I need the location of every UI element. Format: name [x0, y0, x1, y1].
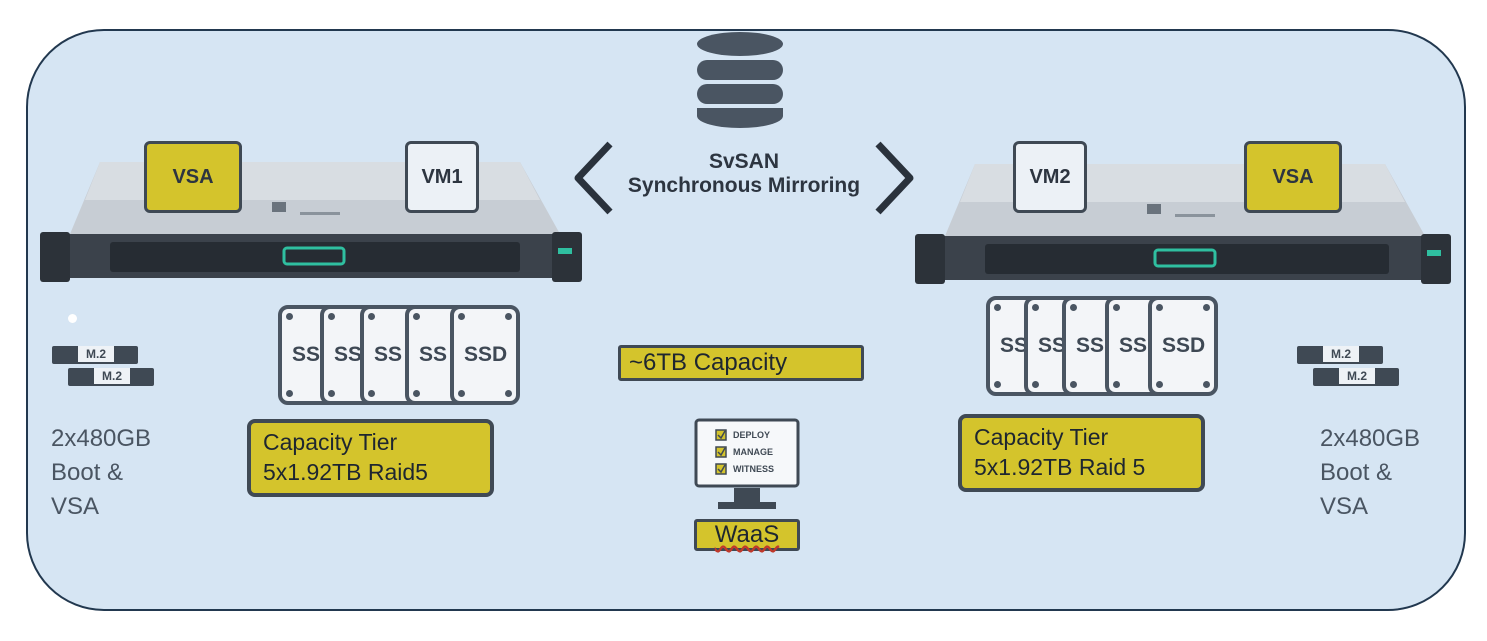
boot-line1: 2x480GB: [1320, 425, 1421, 452]
ssd-label: SS: [1038, 334, 1067, 357]
waas-text: WaaS: [714, 521, 780, 548]
m2-label: M.2: [1339, 368, 1375, 384]
m2-label: M.2: [94, 368, 130, 384]
waas-label: WaaS: [694, 519, 800, 551]
right-capacity-tier: Capacity Tier 5x1.92TB Raid 5: [958, 414, 1205, 492]
ssd-label: SS: [1000, 334, 1029, 357]
bullet-dot: [68, 314, 77, 323]
left-ssd-5: SSD: [450, 305, 520, 405]
database-icon: [697, 32, 783, 128]
left-vm1-box: VM1: [405, 141, 479, 213]
witness-item-witness: WITNESS: [733, 464, 775, 474]
ssd-label: SS: [1119, 334, 1148, 357]
capacity-label: ~6TB Capacity: [618, 345, 864, 381]
boot-line1: 2x480GB: [51, 425, 152, 452]
right-m2-icon: M.2 M.2: [1297, 346, 1407, 390]
boot-line3: VSA: [1320, 493, 1369, 520]
boot-line2: Boot &: [1320, 459, 1393, 486]
m2-label: M.2: [1323, 346, 1359, 362]
chevron-right-icon: [875, 141, 914, 215]
capacity-text: ~6TB Capacity: [629, 349, 788, 376]
left-server: [40, 162, 582, 282]
ssd-label: SS: [1076, 334, 1105, 357]
right-server: [915, 164, 1451, 284]
witness-item-deploy: DEPLOY: [733, 430, 771, 440]
witness-monitor-icon: [694, 418, 800, 509]
ssd-label: SS: [292, 343, 321, 366]
left-capacity-tier: Capacity Tier 5x1.92TB Raid5: [247, 419, 494, 497]
left-m2-icon: M.2 M.2: [52, 346, 162, 390]
right-boot-text: 2x480GB Boot & VSA: [1320, 422, 1420, 524]
ssd-label: SSD: [1162, 334, 1206, 357]
tier-line2: 5x1.92TB Raid 5: [974, 454, 1146, 480]
title-line1: SvSAN: [708, 150, 780, 173]
ssd-label: SS: [334, 343, 363, 366]
chevron-left-icon: [574, 141, 613, 215]
ssd-label: SSD: [464, 343, 508, 366]
left-boot-text: 2x480GB Boot & VSA: [51, 422, 151, 524]
title-line2: Synchronous Mirroring: [627, 174, 861, 197]
m2-label: M.2: [78, 346, 114, 362]
right-vm2-box: VM2: [1013, 141, 1087, 213]
mirroring-title: SvSAN Synchronous Mirroring: [600, 150, 888, 198]
ssd-label: SS: [419, 343, 448, 366]
witness-item-manage: MANAGE: [733, 447, 773, 457]
right-ssd-5: SSD: [1148, 296, 1218, 396]
tier-line2: 5x1.92TB Raid5: [263, 459, 428, 485]
boot-line2: Boot &: [51, 459, 124, 486]
left-vsa-box: VSA: [144, 141, 242, 213]
tier-line1: Capacity Tier: [974, 424, 1109, 450]
boot-line3: VSA: [51, 493, 100, 520]
tier-line1: Capacity Tier: [263, 429, 398, 455]
ssd-label: SS: [374, 343, 403, 366]
right-vsa-box: VSA: [1244, 141, 1342, 213]
